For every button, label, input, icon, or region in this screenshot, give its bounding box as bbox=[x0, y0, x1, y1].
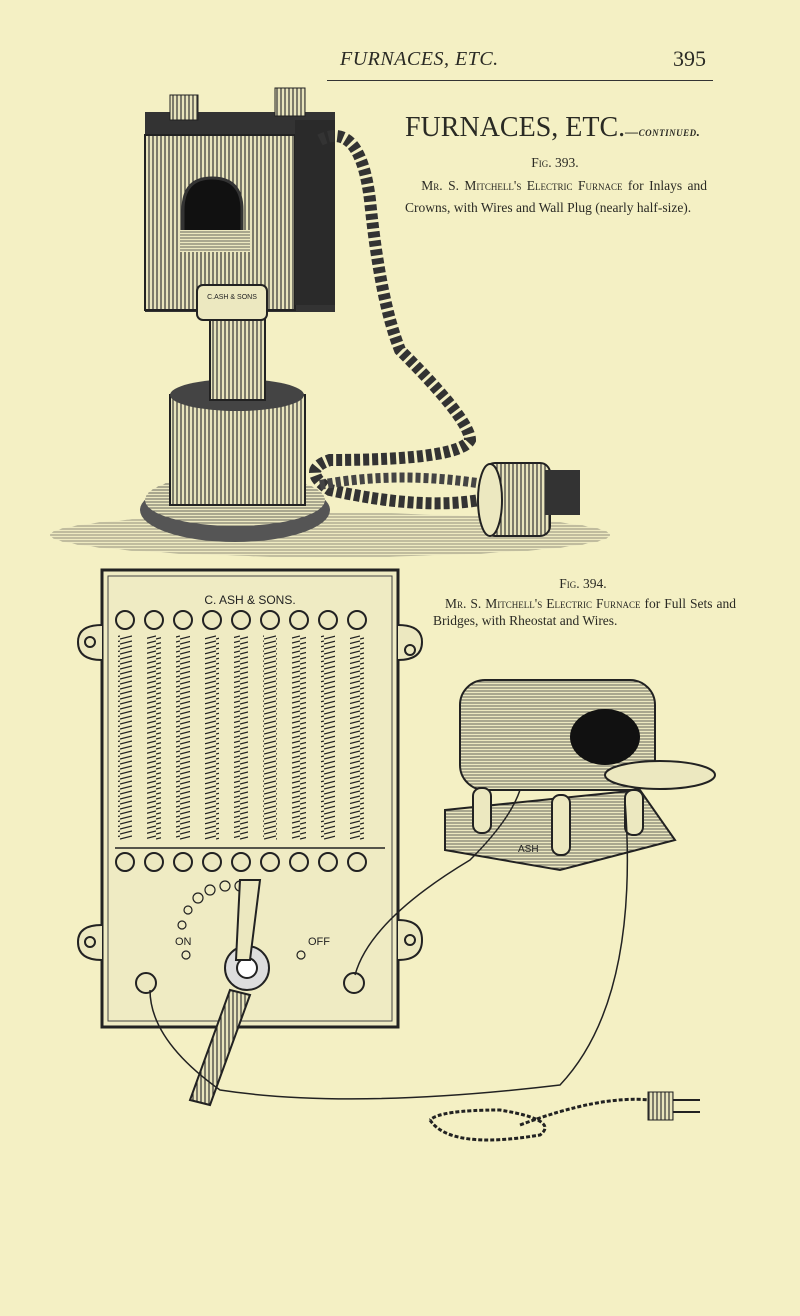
terminal-screw bbox=[144, 852, 164, 872]
section-title-main: FURNACES, ETC. bbox=[405, 112, 626, 143]
resistance-coil bbox=[176, 635, 190, 840]
resistance-coil bbox=[205, 635, 219, 840]
rheostat-coils bbox=[115, 610, 367, 872]
resistance-coil bbox=[147, 635, 161, 840]
terminal-screw bbox=[231, 852, 251, 872]
terminal-screw bbox=[115, 610, 135, 630]
terminal-screw bbox=[318, 610, 338, 630]
page-number: 395 bbox=[673, 46, 706, 71]
terminal-screw bbox=[318, 852, 338, 872]
figure-394-label: Fig. 394. bbox=[559, 576, 607, 591]
caption-rest: for Inlays and Crowns, with Wires and Wa… bbox=[405, 178, 708, 215]
running-head: FURNACES, ETC. bbox=[340, 48, 499, 70]
terminal-screw bbox=[260, 852, 280, 872]
figure-393-label: Fig. 393. bbox=[531, 155, 579, 170]
caption-lead: Mr. S. Mitchell's Electric Furnace bbox=[445, 596, 641, 611]
resistance-coil bbox=[263, 635, 277, 840]
terminal-screw bbox=[173, 852, 193, 872]
terminal-screw bbox=[173, 610, 193, 630]
engraved-label: C.ASH & SONS bbox=[207, 294, 257, 301]
terminal-screw bbox=[289, 852, 309, 872]
engraved-label: C. ASH & SONS. bbox=[204, 593, 295, 607]
terminal-screw bbox=[289, 610, 309, 630]
caption-lead: Mr. S. Mitchell's Electric Furnace bbox=[421, 178, 623, 193]
resistance-coil bbox=[118, 635, 132, 840]
terminal-screw bbox=[347, 852, 367, 872]
figure-394-caption: Mr. S. Mitchell's Electric Furnace for F… bbox=[433, 595, 736, 629]
engraved-label: ASH bbox=[518, 844, 539, 855]
resistance-coil bbox=[292, 635, 306, 840]
engraved-label: ON bbox=[175, 936, 192, 948]
resistance-coil bbox=[350, 635, 364, 840]
terminal-screw bbox=[260, 610, 280, 630]
figure-394-illustration: C. ASH & SONS. ON OFF ASH bbox=[76, 568, 716, 1142]
engraved-label: OFF bbox=[308, 936, 330, 948]
terminal-screw bbox=[144, 610, 164, 630]
figure-393-caption: Mr. S. Mitchell's Electric Furnace for I… bbox=[405, 175, 707, 219]
resistance-coil bbox=[234, 635, 248, 840]
header-rule bbox=[327, 80, 713, 81]
resistance-coil bbox=[321, 635, 335, 840]
terminal-screw bbox=[115, 852, 135, 872]
figure-393-illustration: C.ASH & SONS bbox=[50, 87, 610, 557]
section-title-continued: —continued. bbox=[625, 124, 701, 139]
terminal-screw bbox=[231, 610, 251, 630]
terminal-screw bbox=[202, 610, 222, 630]
caption-rest: for Full Sets and Bridges, with Rheostat… bbox=[433, 596, 737, 628]
section-title: FURNACES, ETC.—continued. bbox=[405, 112, 700, 144]
terminal-screw bbox=[202, 852, 222, 872]
terminal-screw bbox=[347, 610, 367, 630]
